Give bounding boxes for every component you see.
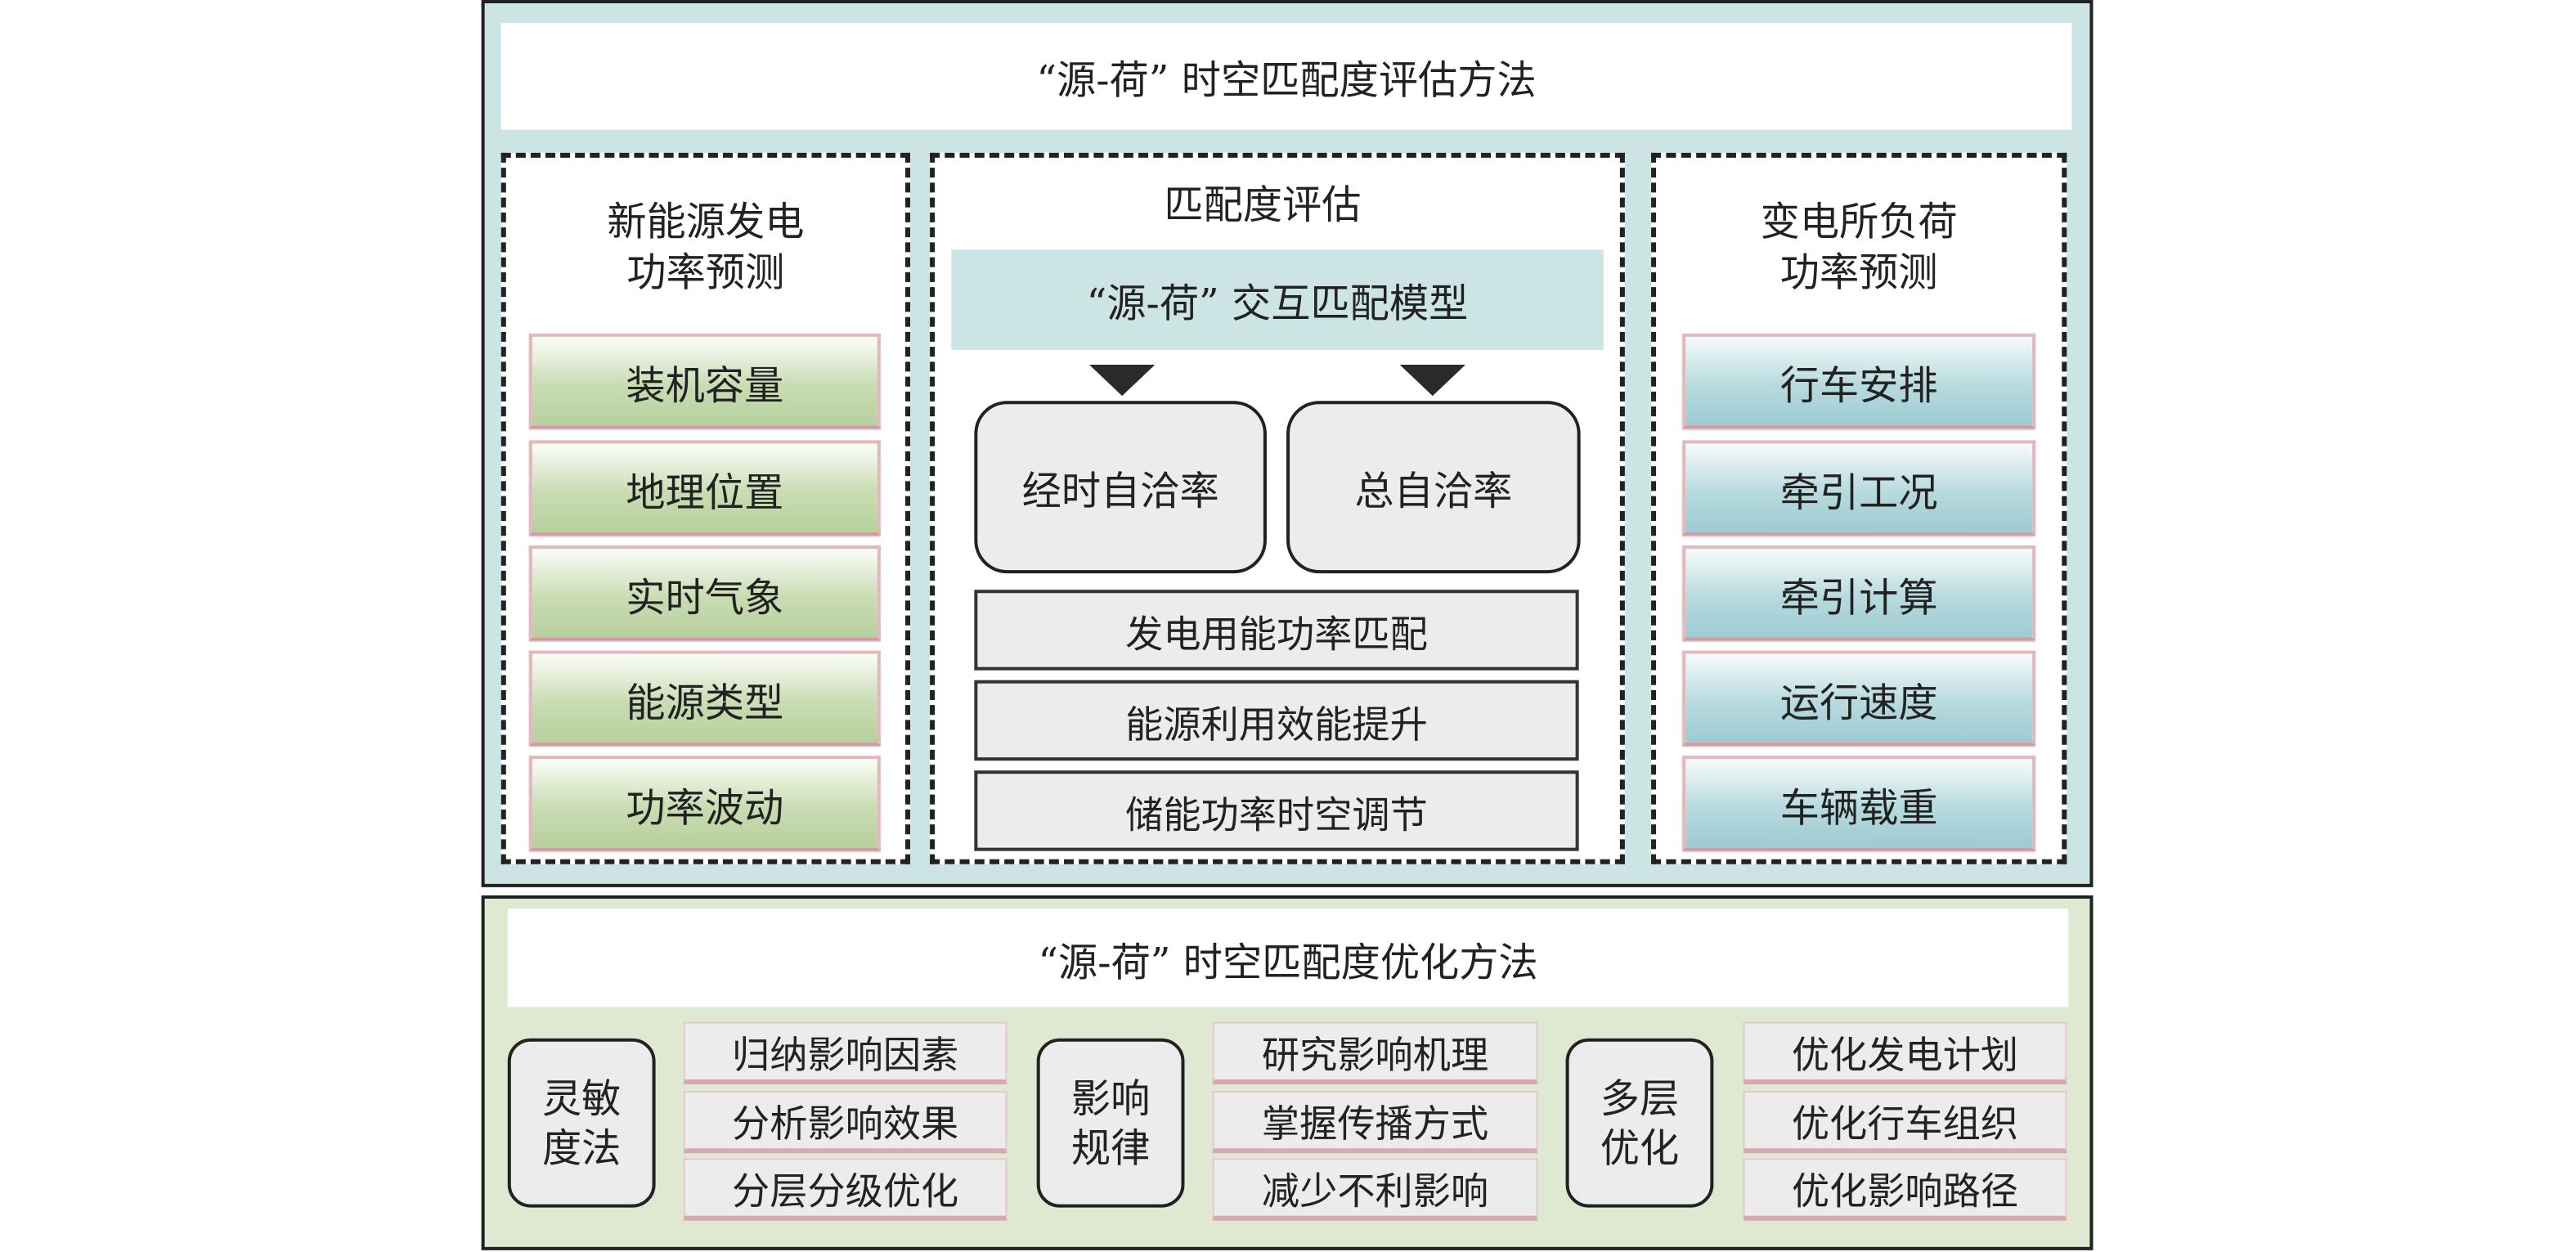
title-line: 新能源发电: [607, 199, 805, 245]
method-item: 减少不利影响: [1212, 1158, 1538, 1221]
method-item: 优化影响路径: [1743, 1158, 2067, 1221]
matching-evaluation-title: 匹配度评估: [1164, 182, 1362, 229]
aspect-box: 能源利用效能提升: [974, 680, 1579, 761]
generation-factor: 能源类型: [528, 650, 881, 747]
label-line: 灵敏: [541, 1075, 622, 1122]
method-item: 优化发电计划: [1743, 1021, 2067, 1084]
generation-forecast-title: 新能源发电 功率预测: [501, 197, 910, 299]
method-item: 掌握传播方式: [1212, 1090, 1538, 1154]
load-factor: 车辆载重: [1682, 756, 2036, 851]
load-factor: 行车安排: [1682, 333, 2036, 429]
method-item: 研究影响机理: [1212, 1021, 1538, 1084]
label-line: 优化: [1600, 1124, 1680, 1171]
load-forecast-title: 变电所负荷 功率预测: [1651, 197, 2067, 299]
load-factor: 牵引工况: [1682, 440, 2036, 536]
metric-box: 总自洽率: [1286, 401, 1581, 574]
load-factor: 运行速度: [1682, 650, 2036, 747]
arrow-down-icon: [1399, 364, 1466, 397]
optimization-title: “源-荷” 时空匹配度优化方法: [507, 908, 2069, 1007]
generation-factor: 功率波动: [528, 756, 881, 851]
method-item: 优化行车组织: [1743, 1090, 2067, 1154]
title-line: 功率预测: [626, 249, 785, 296]
load-factor: 牵引计算: [1682, 545, 2036, 641]
metric-box: 经时自洽率: [974, 401, 1267, 574]
arrow-down-icon: [1088, 364, 1156, 397]
method-label: 灵敏 度法: [507, 1038, 656, 1208]
label-line: 规律: [1070, 1124, 1151, 1171]
method-item: 分析影响效果: [683, 1090, 1008, 1154]
generation-factor: 装机容量: [528, 333, 881, 429]
label-line: 影响: [1070, 1075, 1151, 1122]
aspect-box: 发电用能功率匹配: [974, 590, 1579, 671]
generation-factor: 地理位置: [528, 440, 881, 536]
title-line: 功率预测: [1779, 249, 1938, 296]
method-item: 归纳影响因素: [683, 1021, 1008, 1084]
interaction-model: “源-荷” 交互匹配模型: [951, 249, 1604, 350]
title-line: 变电所负荷: [1760, 199, 1958, 245]
method-label: 影响 规律: [1036, 1038, 1185, 1208]
label-line: 多层: [1600, 1075, 1680, 1122]
aspect-box: 储能功率时空调节: [974, 770, 1579, 851]
evaluation-title: “源-荷” 时空匹配度评估方法: [500, 23, 2072, 130]
generation-factor: 实时气象: [528, 545, 881, 641]
method-label: 多层 优化: [1565, 1038, 1714, 1208]
method-item: 分层分级优化: [683, 1158, 1008, 1221]
label-line: 度法: [541, 1124, 622, 1171]
